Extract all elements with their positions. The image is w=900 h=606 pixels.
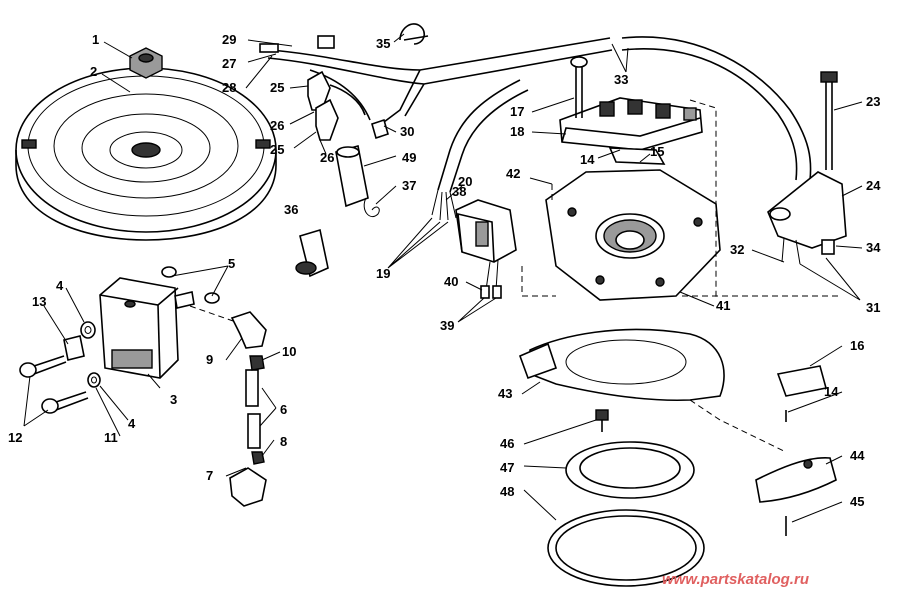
part-labels: 1 2 3 4 4 5 6 7 8 9 10 11 12 13 14 14 15… — [8, 32, 881, 509]
alignment-lines — [189, 99, 840, 453]
part-label-47: 47 — [500, 460, 514, 475]
harness-connectors — [259, 35, 339, 141]
part-label-45: 45 — [850, 494, 864, 509]
part-label-2: 2 — [90, 64, 97, 79]
part-label-16: 16 — [850, 338, 864, 353]
timer-base-plate — [518, 328, 725, 402]
part-label-38: 38 — [452, 184, 466, 199]
part-label-4b: 4 — [128, 416, 136, 431]
part-label-44: 44 — [850, 448, 865, 463]
wire-harness — [267, 36, 812, 221]
power-pack — [559, 56, 703, 151]
part-label-33: 33 — [614, 72, 628, 87]
part-label-25a: 25 — [270, 80, 284, 95]
stator-base-plate — [545, 147, 721, 301]
terminal-sleeves — [295, 118, 389, 278]
part-label-25b: 25 — [270, 142, 284, 157]
cam-followers — [755, 365, 837, 536]
part-label-39: 39 — [440, 318, 454, 333]
throttle-cam — [767, 71, 847, 265]
part-label-30: 30 — [400, 124, 414, 139]
part-label-40: 40 — [444, 274, 458, 289]
part-label-11: 11 — [104, 430, 118, 445]
part-label-26b: 26 — [320, 150, 334, 165]
part-label-5: 5 — [228, 256, 235, 271]
cable-clamp — [399, 23, 429, 45]
part-label-14b: 14 — [824, 384, 839, 399]
ignition-coil — [99, 277, 195, 379]
part-label-46: 46 — [500, 436, 514, 451]
part-label-14a: 14 — [580, 152, 595, 167]
part-label-12: 12 — [8, 430, 22, 445]
part-label-13: 13 — [32, 294, 46, 309]
flywheel-nut — [129, 47, 163, 79]
spark-plug-boots — [229, 311, 267, 507]
watermark-url: www.partskatalog.ru — [662, 571, 809, 588]
part-label-35: 35 — [376, 36, 390, 51]
flywheel — [15, 67, 277, 241]
part-label-34: 34 — [866, 240, 881, 255]
charge-coil — [455, 199, 517, 299]
part-label-23: 23 — [866, 94, 880, 109]
part-label-49: 49 — [402, 150, 416, 165]
leader-lines — [23, 33, 863, 523]
part-label-3: 3 — [170, 392, 177, 407]
coil-mounting-hardware — [19, 266, 220, 414]
part-label-6: 6 — [280, 402, 287, 417]
part-label-36: 36 — [284, 202, 298, 217]
part-label-4a: 4 — [56, 278, 64, 293]
part-label-8: 8 — [280, 434, 287, 449]
part-label-28: 28 — [222, 80, 236, 95]
part-label-7: 7 — [206, 468, 213, 483]
part-label-37: 37 — [402, 178, 416, 193]
retainer-and-ring — [547, 409, 705, 587]
part-label-15: 15 — [650, 144, 664, 159]
part-label-31: 31 — [866, 300, 880, 315]
part-label-24: 24 — [866, 178, 881, 193]
part-label-29: 29 — [222, 32, 236, 47]
part-label-27: 27 — [222, 56, 236, 71]
part-label-19: 19 — [376, 266, 390, 281]
part-label-18: 18 — [510, 124, 524, 139]
part-label-9: 9 — [206, 352, 213, 367]
part-label-26a: 26 — [270, 118, 284, 133]
part-label-20: 20 — [458, 174, 472, 189]
part-label-48: 48 — [500, 484, 514, 499]
part-label-41: 41 — [716, 298, 730, 313]
part-label-42: 42 — [506, 166, 520, 181]
part-label-17: 17 — [510, 104, 524, 119]
part-label-32: 32 — [730, 242, 744, 257]
part-label-43: 43 — [498, 386, 512, 401]
part-label-1: 1 — [92, 32, 99, 47]
part-label-10: 10 — [282, 344, 296, 359]
